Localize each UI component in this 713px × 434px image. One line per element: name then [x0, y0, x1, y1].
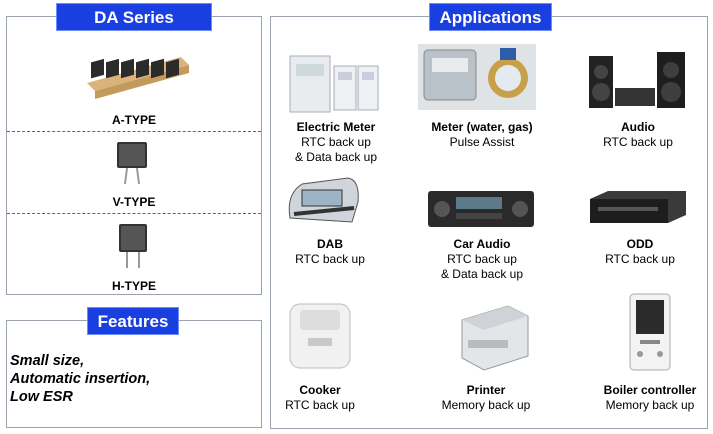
app-desc: RTC back up [605, 252, 675, 266]
a-type-capacitor-strip-icon [87, 57, 189, 99]
v-type-label: V-TYPE [112, 195, 156, 209]
app-name: Audio [621, 120, 655, 134]
feature-line: Automatic insertion, [10, 371, 151, 387]
boiler-controller-icon [629, 293, 671, 371]
app-desc: Memory back up [605, 398, 695, 412]
app-name: Meter (water, gas) [431, 120, 533, 134]
app-name: Electric Meter [296, 120, 376, 134]
da-series-panel: A-TYPE V-TYPE H-TYPE [6, 16, 262, 295]
a-type-cell: A-TYPE [7, 17, 261, 131]
features-title: Features [87, 307, 179, 335]
cooker-icon [289, 303, 351, 369]
app-audio: Audio RTC back up [568, 120, 708, 150]
gas-water-meter-icon [418, 44, 536, 110]
app-printer: Printer Memory back up [416, 383, 556, 413]
applications-title: Applications [429, 3, 552, 31]
v-type-cell: V-TYPE [7, 131, 261, 213]
h-type-capacitor-icon [119, 224, 147, 268]
app-name: DAB [317, 237, 343, 251]
v-type-capacitor-icon [117, 142, 147, 185]
app-desc: RTC back up [285, 398, 355, 412]
feature-line: Low ESR [10, 389, 73, 405]
da-series-title: DA Series [56, 3, 212, 31]
app-boiler-controller: Boiler controller Memory back up [580, 383, 713, 413]
app-desc: Memory back up [441, 398, 531, 412]
app-desc: Pulse Assist [449, 135, 515, 149]
app-odd: ODD RTC back up [570, 237, 710, 267]
feature-line: Small size, [10, 353, 85, 369]
a-type-label: A-TYPE [111, 113, 156, 127]
features-text: Small size, Automatic insertion, Low ESR [10, 352, 150, 406]
dab-radio-icon [288, 177, 359, 223]
app-desc: & Data back up [294, 150, 378, 164]
h-type-cell: H-TYPE [7, 213, 261, 296]
features-panel [6, 320, 262, 428]
car-audio-icon [428, 191, 534, 227]
electric-meter-icon [289, 55, 379, 113]
app-name: Car Audio [453, 237, 511, 251]
app-car-audio: Car Audio RTC back up & Data back up [412, 237, 552, 282]
app-name: Boiler controller [603, 383, 697, 397]
app-name: Cooker [299, 383, 341, 397]
audio-system-icon [589, 52, 685, 108]
app-desc: & Data back up [440, 267, 524, 281]
app-dab: DAB RTC back up [260, 237, 400, 267]
app-desc: RTC back up [447, 252, 517, 266]
app-name: ODD [626, 237, 654, 251]
app-desc: RTC back up [301, 135, 371, 149]
app-name: Printer [466, 383, 506, 397]
app-desc: RTC back up [295, 252, 365, 266]
h-type-label: H-TYPE [111, 279, 156, 293]
printer-icon [461, 305, 529, 371]
optical-drive-icon [590, 191, 686, 223]
app-meter-water-gas: Meter (water, gas) Pulse Assist [412, 120, 552, 150]
app-cooker: Cooker RTC back up [250, 383, 390, 413]
app-electric-meter: Electric Meter RTC back up & Data back u… [266, 120, 406, 165]
app-desc: RTC back up [603, 135, 673, 149]
